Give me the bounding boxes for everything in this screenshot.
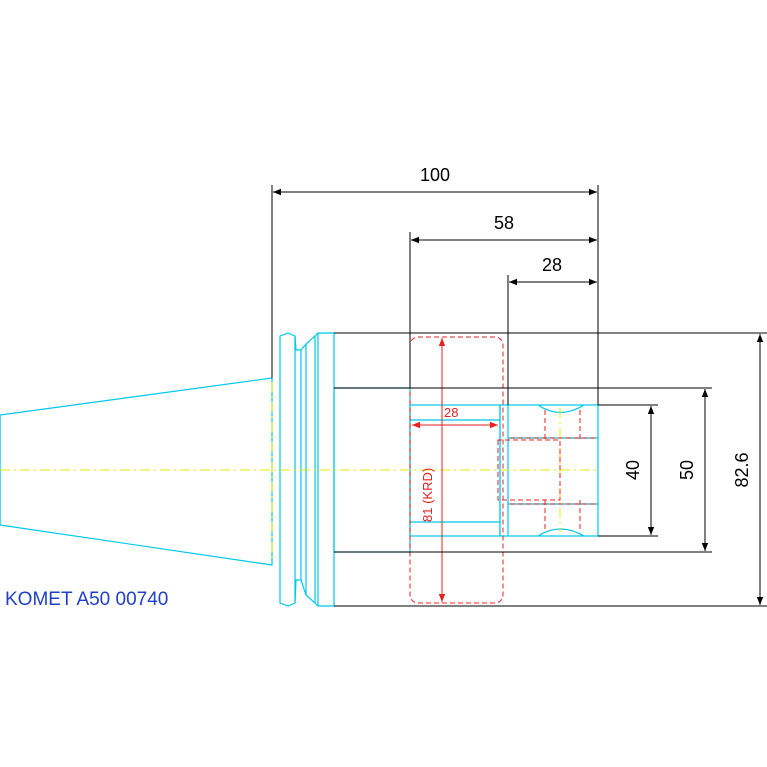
taper-shank [0, 377, 273, 566]
insert-dimensions [412, 338, 498, 602]
dim-40-label: 40 [623, 460, 643, 480]
dim-100-label: 100 [420, 165, 450, 185]
insert-krd-label: 81 (KRD) [420, 468, 435, 522]
dim-50-label: 50 [677, 460, 697, 480]
dim-82-6-label: 82.6 [732, 452, 752, 487]
insert-width-label: 28 [444, 405, 458, 420]
dim-58-label: 58 [494, 213, 514, 233]
insert-outline [409, 336, 598, 604]
dim-28-label: 28 [542, 255, 562, 275]
dimension-lines [271, 185, 767, 607]
part-label: KOMET A50 00740 [5, 589, 168, 610]
